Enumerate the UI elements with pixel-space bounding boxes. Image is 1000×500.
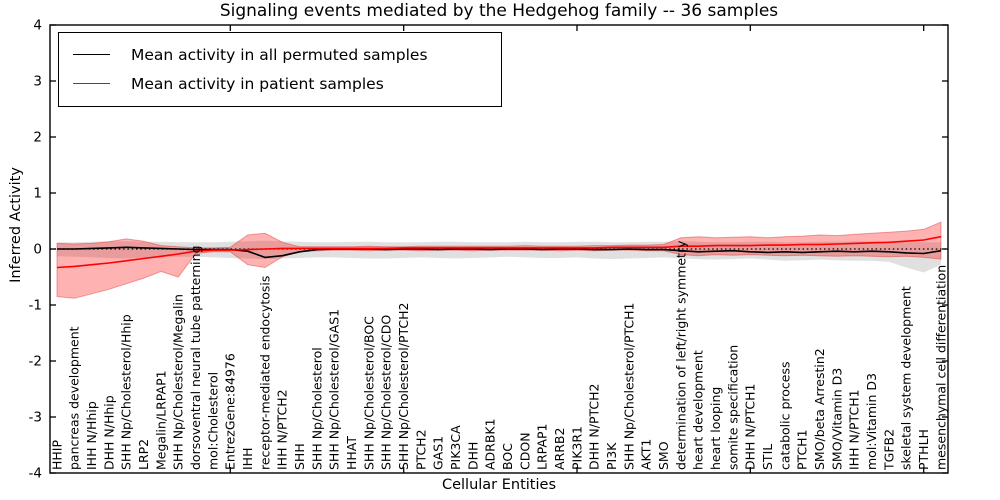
x-tick-label: LRPAP1 <box>535 424 550 470</box>
x-tick-label: PI3K <box>604 442 619 470</box>
x-tick-label: SHH <box>292 443 307 470</box>
x-tick-label: SHH Np/Cholesterol/Megalin <box>171 294 186 470</box>
x-tick-label: IHH N/Hhip <box>84 401 99 470</box>
mean-activity-permuted-line <box>57 246 942 259</box>
legend-label-permuted: Mean activity in all permuted samples <box>131 45 428 64</box>
x-tick-label: mol:Vitamin D3 <box>864 373 879 470</box>
x-tick-label: EntrezGene:84976 <box>223 353 238 470</box>
x-tick-label: SHH Np/Cholesterol <box>309 347 324 470</box>
x-tick-label: SHH Np/Cholesterol/Hhip <box>119 314 134 470</box>
x-tick-label: GAS1 <box>431 436 446 470</box>
x-tick-label: PTCH1 <box>795 429 810 470</box>
x-tick-label: SHH Np/Cholesterol/BOC <box>361 316 376 470</box>
x-tick-label: PTHLH <box>916 429 931 470</box>
x-tick-label: PTCH2 <box>413 429 428 470</box>
x-tick-label: HHIP <box>49 440 64 470</box>
x-axis-label: Cellular Entities <box>441 477 557 493</box>
x-tick-label: SHH Np/Cholesterol/PTCH2 <box>396 303 411 471</box>
x-tick-label: mesenchymal cell differentiation <box>933 265 948 470</box>
x-tick-label: SMO/Vitamin D3 <box>829 368 844 470</box>
x-tick-label: AKT1 <box>639 439 654 470</box>
patient-range-band <box>56 221 942 299</box>
y-tick-label: -4 <box>29 466 42 482</box>
legend-label-patient: Mean activity in patient samples <box>131 74 384 93</box>
y-tick-label: 1 <box>33 186 42 202</box>
y-tick-label: 3 <box>33 74 42 90</box>
y-tick-label: 4 <box>33 18 42 34</box>
x-tick-label: mol:Cholesterol <box>205 372 220 470</box>
legend-entry-permuted: Mean activity in all permuted samples <box>73 40 491 69</box>
x-tick-label: Megalin/LRPAP1 <box>153 370 168 470</box>
x-tick-label: heart development <box>691 350 706 470</box>
x-tick-label: skeletal system development <box>899 286 914 470</box>
x-tick-label: ARRB2 <box>552 428 567 470</box>
chart-title: Signaling events mediated by the Hedgeho… <box>219 1 779 21</box>
x-tick-label: receptor-mediated endocytosis <box>257 276 272 470</box>
x-tick-label: SHH Np/Cholesterol/PTCH1 <box>621 303 636 471</box>
x-tick-label: IHH N/PTCH1 <box>847 389 862 470</box>
x-tick-label: STIL <box>760 444 775 470</box>
x-tick-label: IHH N/PTCH2 <box>275 389 290 470</box>
x-tick-label: SHH Np/Cholesterol/GAS1 <box>327 309 342 470</box>
x-tick-label: CDON <box>517 432 532 470</box>
x-tick-label: DHH N/PTCH2 <box>587 384 602 470</box>
x-tick-label: IHH <box>240 448 255 471</box>
legend-line-sample-permuted <box>73 54 110 55</box>
x-tick-label: pancreas development <box>67 326 82 470</box>
x-tick-label: HHAT <box>344 436 359 470</box>
x-tick-label: TGFB2 <box>881 429 896 471</box>
x-tick-label: SMO <box>656 441 671 470</box>
y-axis-label: Inferred Activity <box>8 167 24 283</box>
y-tick-label: -3 <box>29 410 42 426</box>
mean-activity-patient-line <box>56 235 942 269</box>
x-tick-label: SHH Np/Cholesterol/CDO <box>379 315 394 470</box>
y-tick-label: 2 <box>33 130 42 146</box>
x-tick-label: somite specification <box>725 345 740 470</box>
x-tick-label: DHH N/PTCH1 <box>743 384 758 470</box>
x-tick-label: DHH <box>465 442 480 470</box>
x-tick-label: LRP2 <box>136 439 151 470</box>
x-tick-label: catabolic process <box>777 361 792 470</box>
x-tick-label: dorsoventral neural tube patterning <box>188 246 203 471</box>
x-tick-label: determination of left/right symmetry <box>673 240 688 470</box>
y-tick-label: -1 <box>29 298 42 314</box>
x-tick-label: SMO/beta Arrestin2 <box>812 348 827 470</box>
legend-entry-patient: Mean activity in patient samples <box>73 69 491 98</box>
x-tick-label: ADRBK1 <box>483 418 498 470</box>
x-tick-label: PIK3CA <box>448 425 463 470</box>
legend-line-sample-patient <box>73 83 110 84</box>
y-tick-label: -2 <box>29 354 42 370</box>
x-tick-label: PIK3R1 <box>569 426 584 470</box>
x-tick-label: BOC <box>500 443 515 470</box>
y-tick-label: 0 <box>33 242 42 258</box>
x-tick-label: DHH N/Hhip <box>101 395 116 470</box>
legend: Mean activity in all permuted samples Me… <box>58 32 502 107</box>
x-tick-label: heart looping <box>708 387 723 470</box>
